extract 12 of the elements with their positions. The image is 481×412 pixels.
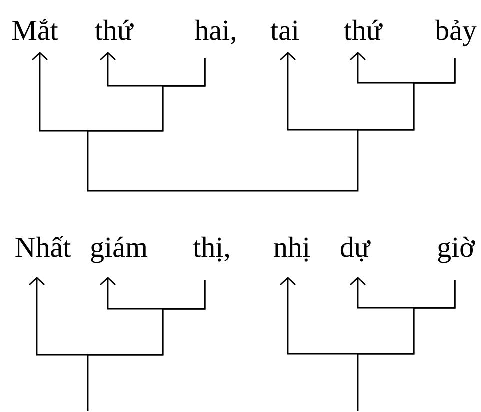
- word: dự: [340, 236, 371, 262]
- word: hai,: [194, 20, 236, 44]
- word: Mắt: [12, 19, 58, 40]
- word: nhị: [274, 236, 310, 262]
- word: thứ: [344, 20, 383, 40]
- word: bảy: [435, 20, 477, 46]
- word: thứ: [95, 20, 134, 40]
- word: giờ: [438, 236, 476, 264]
- word: Nhất: [16, 236, 72, 258]
- word: giám: [91, 236, 148, 264]
- word: thị,: [193, 236, 230, 262]
- word: tai: [270, 20, 299, 40]
